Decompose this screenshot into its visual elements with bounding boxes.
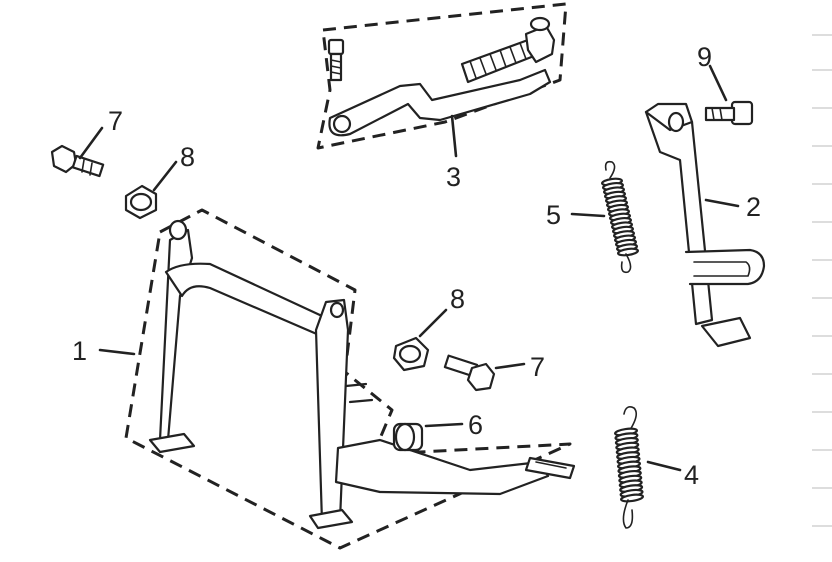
- leader-7-lower: [494, 362, 526, 370]
- callout-6: 6: [468, 410, 483, 440]
- side-stand-leg: [644, 104, 714, 326]
- leader-1: [98, 348, 136, 356]
- callout-1: 1: [72, 336, 87, 366]
- callout-2: 2: [746, 192, 761, 222]
- flange-bolt-lower: [443, 354, 496, 392]
- callout-3: 3: [446, 162, 461, 192]
- side-stand-spring: [600, 160, 640, 274]
- leader-8-lower: [418, 308, 448, 338]
- spring-coil: [616, 247, 640, 257]
- main-stand-foot-left: [148, 432, 196, 454]
- main-stand-spring: [613, 406, 645, 529]
- leader-5: [570, 212, 606, 218]
- main-stand-lever: [334, 438, 550, 496]
- kick-pedal-grip: [460, 38, 536, 84]
- leader-6: [424, 422, 464, 428]
- kick-lever-bolt: [327, 38, 345, 82]
- edge-ticks: [812, 34, 832, 527]
- leader-9: [708, 64, 728, 102]
- leader-7-upper: [78, 126, 104, 160]
- callout-5: 5: [546, 200, 561, 230]
- side-stand-foot: [700, 316, 752, 348]
- kick-lever-arm: [328, 68, 552, 137]
- leader-4: [646, 460, 682, 472]
- leader-2: [704, 198, 740, 208]
- leader-8-upper: [152, 160, 178, 192]
- leader-lines: [78, 64, 740, 472]
- callout-8-lower: 8: [450, 284, 465, 314]
- spring-coil: [619, 493, 645, 503]
- side-stand-spring-hook: [684, 248, 766, 286]
- main-stand-group-outline: [124, 208, 572, 550]
- main-stand-group: [124, 208, 576, 550]
- stand-bushing: [392, 422, 424, 452]
- callout-4: 4: [684, 460, 699, 490]
- side-stand-bolt: [704, 100, 754, 126]
- callout-labels: 7 8 9 3 5 2 1 8 7 6 4: [72, 42, 761, 490]
- kick-lever-group: [316, 2, 568, 150]
- callout-9: 9: [697, 42, 712, 72]
- collar-nut-lower: [392, 336, 430, 372]
- side-stand: [644, 102, 766, 348]
- collar-nut-upper: [124, 184, 158, 220]
- main-stand-frame: [158, 228, 194, 442]
- kick-lever-group-outline: [316, 2, 568, 150]
- main-stand-foot-right: [308, 508, 354, 530]
- callout-8-upper: 8: [180, 142, 195, 172]
- callout-7-lower: 7: [530, 352, 545, 382]
- callout-7-upper: 7: [108, 106, 123, 136]
- flange-bolt-upper: [50, 144, 105, 178]
- leader-3: [450, 114, 458, 158]
